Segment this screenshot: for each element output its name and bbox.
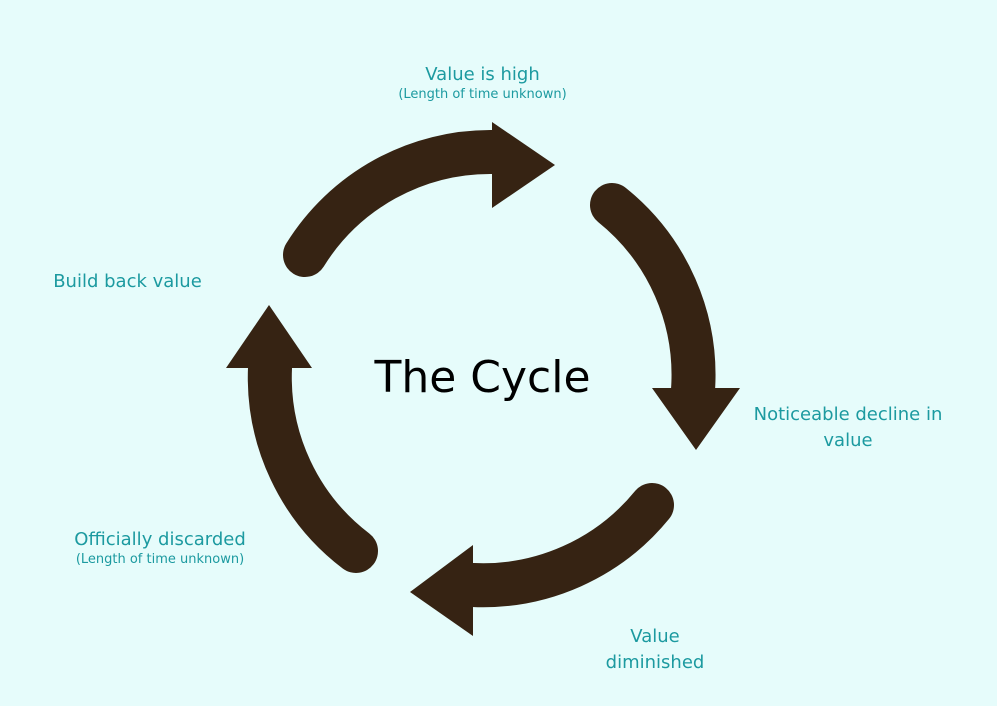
stage-label-rebuild: Build back value xyxy=(20,270,235,293)
stage-label: Noticeable decline in value xyxy=(753,404,943,451)
arrow-decline-to-diminished-icon xyxy=(451,483,674,608)
arrow-rebuild-to-high-icon xyxy=(283,129,514,277)
stage-label: Build back value xyxy=(53,271,202,292)
arrow-decline-to-diminished-head xyxy=(410,545,473,636)
stage-sublabel: (Length of time unknown) xyxy=(398,87,567,103)
stage-sublabel: (Length of time unknown) xyxy=(75,552,245,568)
diagram-title: The Cycle xyxy=(374,352,591,403)
stage-label: Officially discarded xyxy=(74,529,246,550)
arrow-high-to-decline-head xyxy=(652,388,740,450)
arrow-discarded-to-rebuild-head xyxy=(226,305,312,368)
stage-label: Value diminished xyxy=(605,626,705,673)
arrow-high-to-decline-icon xyxy=(590,183,716,412)
stage-label-discarded: Officially discarded (Length of time unk… xyxy=(35,528,285,569)
stage-label-high: Value is high (Length of time unknown) xyxy=(360,63,605,104)
arrow-discarded-to-rebuild-icon xyxy=(247,346,378,573)
stage-label-decline: Noticeable decline in value xyxy=(728,376,968,480)
stage-label: Value is high xyxy=(425,64,540,85)
arrow-rebuild-to-high-head xyxy=(492,122,555,208)
stage-label-diminished: Value diminished xyxy=(575,598,735,702)
